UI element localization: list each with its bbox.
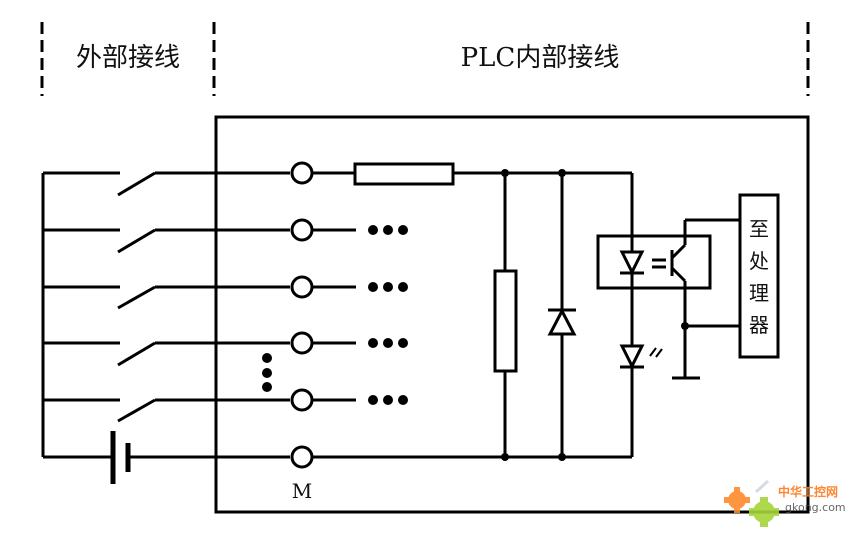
processor-label: 至 处 理 器 (749, 217, 769, 337)
switch-4 (43, 341, 290, 367)
ellipsis-icon (368, 225, 408, 235)
diode-icon (547, 307, 577, 336)
diode-branch (547, 173, 577, 457)
phototransistor-icon (670, 220, 687, 378)
watermark-cn: 中华工控网 (778, 484, 838, 499)
opto-led-icon (619, 250, 645, 276)
terminal-leads (312, 171, 632, 459)
ellipsis-icon (368, 395, 408, 405)
terminal-3 (290, 275, 314, 299)
terminal-4 (290, 331, 314, 355)
terminal-5 (290, 388, 314, 412)
watermark-en: gkong.com (785, 501, 846, 514)
switch-3 (43, 285, 290, 310)
switch-1 (43, 171, 290, 197)
gear-orange-icon (724, 487, 750, 513)
watermark: 中华工控网 gkong.com (724, 479, 846, 527)
terminal-1 (290, 161, 314, 185)
processor-label-char: 理 (749, 281, 769, 305)
optocoupler-box (596, 234, 712, 290)
section-dividers (40, 22, 810, 96)
section-title-internal: PLC内部接线 (461, 43, 620, 73)
section-title-external: 外部接线 (76, 43, 180, 73)
battery-icon (110, 431, 131, 484)
vertical-ellipsis-icon (262, 353, 272, 392)
plc-enclosure (214, 115, 810, 514)
switch-2 (43, 228, 290, 254)
switch-5 (43, 398, 290, 423)
processor-label-char: 处 (749, 249, 769, 273)
gear-green-icon (749, 497, 779, 527)
terminal-2 (290, 218, 314, 242)
series-resistor-icon (353, 162, 455, 186)
junction-dots (501, 169, 689, 461)
terminal-common (290, 445, 314, 469)
common-terminal-label: M (292, 479, 312, 503)
shunt-resistor-branch (493, 173, 518, 457)
arrow-icon (754, 479, 770, 494)
horizontal-ellipsis-rows (368, 225, 408, 405)
light-coupling-icon (652, 258, 666, 269)
processor-box (738, 193, 780, 359)
optocoupler-branch (596, 173, 740, 457)
shunt-resistor-icon (493, 269, 518, 373)
input-terminals (290, 161, 314, 469)
processor-label-char: 至 (749, 217, 769, 241)
indicator-led-icon (619, 344, 663, 370)
processor-label-char: 器 (749, 313, 769, 337)
ellipsis-icon (368, 282, 408, 292)
external-wiring (41, 171, 290, 459)
ellipsis-icon (368, 338, 408, 348)
